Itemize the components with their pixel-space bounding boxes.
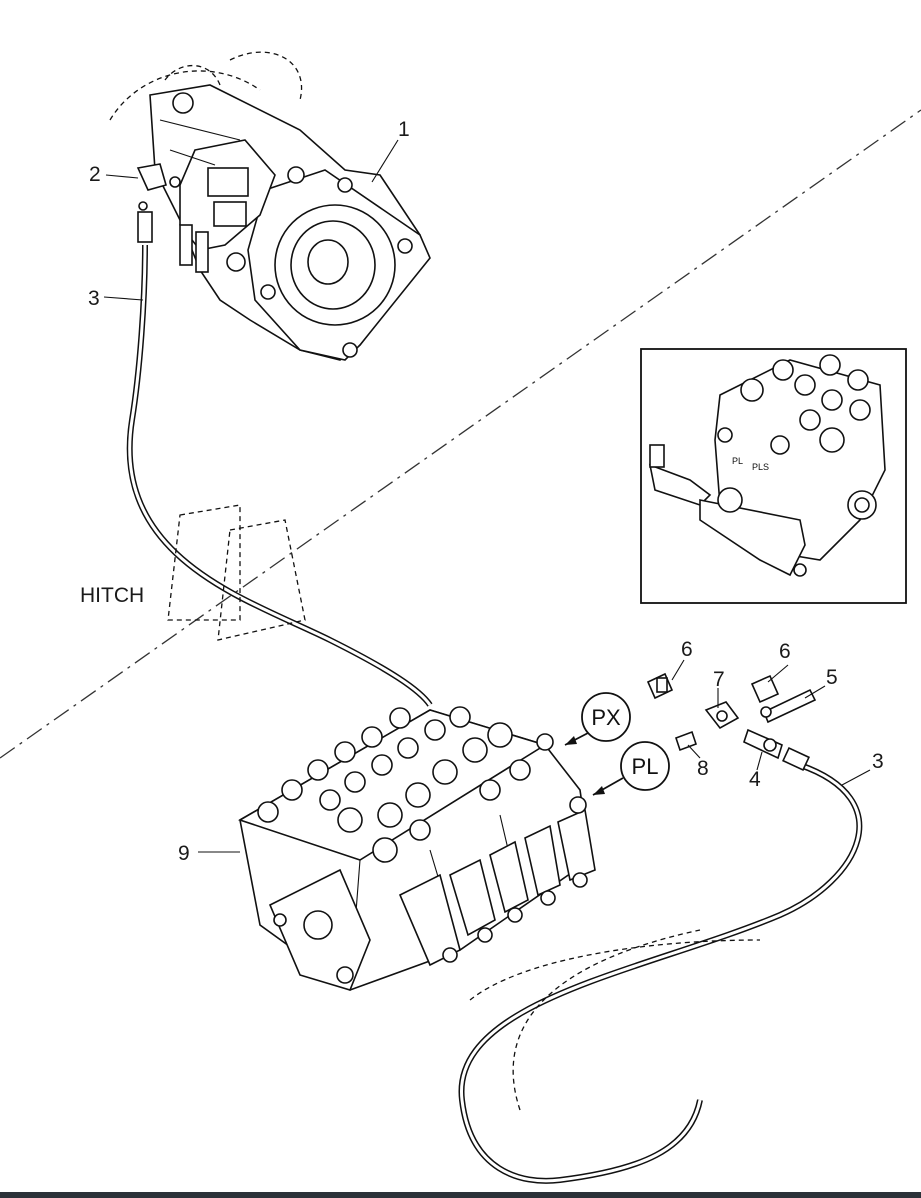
fitting-7 — [704, 701, 740, 730]
port-pl-label: PL — [632, 754, 659, 779]
hydraulic-pump — [109, 51, 431, 361]
hitch-outline — [167, 504, 306, 641]
control-valve — [238, 706, 596, 991]
inset-pls-tag: PLS — [752, 462, 769, 472]
valve-caps — [257, 706, 531, 863]
callout-8: 8 — [697, 757, 709, 780]
inset-detail: PL PLS — [640, 348, 907, 604]
callout-4: 4 — [749, 768, 761, 791]
port-px-label: PX — [591, 705, 621, 730]
fitting-6a — [646, 672, 674, 700]
hose-right — [458, 762, 863, 1184]
port-pl: PL — [592, 741, 670, 796]
inset-pl-tag: PL — [732, 456, 743, 466]
bottom-bar — [0, 1192, 921, 1198]
callout-5: 5 — [826, 666, 838, 689]
callout-9: 9 — [178, 842, 190, 865]
port-px: PX — [564, 692, 631, 746]
callout-2: 2 — [89, 163, 101, 186]
section-divider-line — [0, 109, 921, 759]
fitting-6b — [750, 674, 780, 704]
callout-6-left: 6 — [681, 638, 693, 661]
callout-3-left: 3 — [88, 287, 100, 310]
callout-3-right: 3 — [872, 750, 884, 773]
fitting-4 — [743, 728, 783, 760]
valve-sections — [398, 808, 596, 967]
hitch-label: HITCH — [80, 584, 144, 607]
hose-left — [126, 244, 433, 707]
fitting-5 — [760, 688, 817, 724]
callout-6-right: 6 — [779, 640, 791, 663]
callout-7: 7 — [713, 668, 725, 691]
callout-leaders — [103, 139, 871, 853]
callout-1: 1 — [398, 118, 410, 141]
fitting-8 — [674, 730, 698, 752]
hose-end-fitting — [782, 746, 810, 772]
